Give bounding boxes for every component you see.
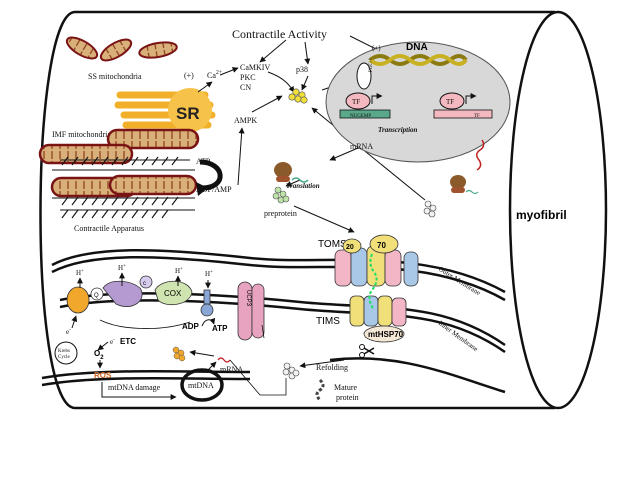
tf-label-3: TF [474, 114, 480, 119]
o2-label: O2 [94, 349, 104, 361]
mtdna-damage-label: mtDNA damage [108, 383, 161, 392]
e-minus-2: e- [110, 338, 115, 346]
mrna-label-1: mRNA [350, 142, 373, 151]
tom20-label: 20 [346, 244, 354, 251]
myofibril-cylinder: myofibril [39, 10, 608, 410]
adp-amp-label: ADP/AMP [196, 185, 232, 194]
mitochondrial-membranes [41, 248, 506, 394]
ucp3-label: UCP3 [245, 290, 251, 307]
ribosome-right [423, 175, 479, 218]
ros-label: ROS [94, 371, 112, 380]
refolding: Refolding Mature protein [229, 324, 359, 402]
preprotein-label: preprotein [264, 209, 297, 218]
mtdna-label: mtDNA [188, 381, 214, 390]
dna-label: DNA [406, 42, 428, 53]
mrna-label-2: mRNA [220, 365, 243, 374]
imf-mitochondria: IMF mitochondria [38, 128, 200, 198]
tf-label-2: TF [446, 98, 454, 106]
h-plus-4: H+ [205, 270, 213, 278]
tims-label: TIMS [316, 316, 340, 327]
translation-label: Translation [286, 182, 320, 190]
mature-label-2: protein [336, 393, 359, 402]
h-plus-3: H+ [175, 267, 183, 275]
p38-label: p38 [296, 65, 308, 74]
refolding-label: Refolding [316, 363, 348, 372]
q-label: Q [94, 293, 99, 299]
transcription-label: Transcription [378, 126, 418, 134]
ss-mitochondria-label: SS mitochondria [88, 72, 142, 81]
tf-label-1: TF [352, 98, 360, 106]
c-label: c [143, 281, 146, 287]
adp-label: ADP [182, 322, 200, 331]
ss-mitochondria: SS mitochondria [65, 36, 178, 81]
h-plus-2: H+ [118, 264, 126, 272]
h-plus-1: H+ [76, 269, 84, 277]
activated-protein-cluster [288, 88, 308, 104]
mthsp70-label: mtHSP70 [368, 330, 404, 339]
pkc-label: PKC [240, 73, 256, 82]
plus-sign-ca: (+) [184, 71, 194, 80]
cox-label: COX [164, 289, 182, 298]
ampk-label: AMPK [234, 116, 257, 125]
mtdna-circle: mtDNA mRNA [172, 346, 243, 402]
mature-label-1: Mature [334, 383, 358, 392]
imf-mitochondria-label: IMF mitochondria [52, 130, 111, 139]
inner-membrane-label: Inner Membrane [437, 319, 480, 353]
pgc-1-label: PGC-1 [369, 58, 374, 72]
camkiv-label: CaMKIV [240, 63, 270, 72]
contractile-activity-label: Contractile Activity [232, 27, 327, 41]
tom70-label: 70 [377, 241, 386, 250]
atp-label: ATP [196, 157, 211, 166]
ca-label: Ca2+ [207, 70, 223, 80]
nugemp-label: NUGEMP [350, 114, 371, 119]
tims-complex: TIMS mtHSP70 [316, 253, 407, 358]
contractile-apparatus: Contractile Apparatus [52, 156, 195, 233]
krebs-label-1: Krebs [58, 349, 70, 354]
toms-label: TOMS [318, 239, 347, 250]
toms-complex: TOMS 20 70 [318, 234, 419, 287]
sarcoplasmic-reticulum: SR [114, 88, 216, 132]
sr-label: SR [176, 104, 200, 123]
krebs-label-2: Cycle [58, 355, 70, 360]
electron-transport-chain: Q c COX H+ H+ H+ H+ UCP3 ADP ATP ETC e- … [66, 264, 265, 351]
atp-label-2: ATP [212, 324, 228, 333]
ribosome-translation: Translation preprotein [264, 162, 320, 218]
plus-sign-dna: (+) [372, 44, 381, 52]
cn-label: CN [240, 83, 251, 92]
outer-membrane-label: Outer Membrane [437, 265, 482, 297]
contractile-apparatus-label: Contractile Apparatus [74, 224, 144, 233]
e-minus-1: e- [66, 328, 71, 336]
myofibril-label: myofibril [516, 208, 567, 222]
atp-adp-cycle: ATP ADP/AMP [196, 157, 232, 196]
etc-label: ETC [120, 337, 136, 346]
krebs-cycle: Krebs Cycle [54, 341, 78, 365]
nucleus: DNA (+) PGC-1 TF NUGEMP TF TF Transcript… [325, 41, 511, 171]
